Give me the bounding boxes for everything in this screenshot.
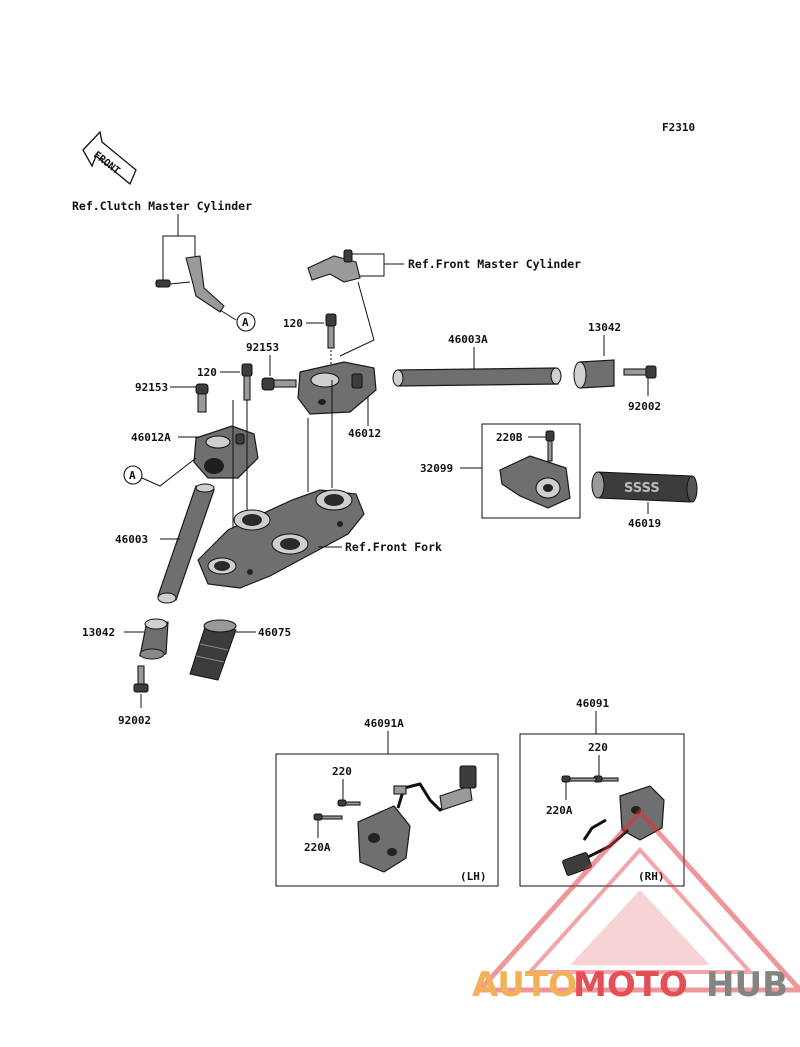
front-master-bracket [307,249,361,283]
lh-part-220: 220 [332,765,352,778]
lh-switch-box [275,753,499,887]
part-120-left: 120 [197,366,217,379]
part-13042-right: 13042 [588,321,621,334]
svg-text:SSSS: SSSS [624,481,660,496]
throttle-assembly-box [481,423,581,519]
part-120-upper: 120 [283,317,303,330]
part-46003: 46003 [115,533,148,546]
ref-front-master-cylinder: Ref.Front Master Cylinder [408,257,581,271]
clamp-46012A [193,425,259,479]
part-46012: 46012 [348,427,381,440]
screw-92002-right [623,365,657,379]
marker-a-lower-label: A [129,469,136,482]
lh-tag: (LH) [460,870,487,883]
bolt-120-left [241,363,253,401]
part-13042-left: 13042 [82,626,115,639]
bolt-92153-left [195,383,209,413]
bolt-120-upper [325,313,337,349]
clutch-bracket [155,255,225,313]
handlebar-46003A [392,367,562,387]
bar-end-weight-right [573,359,615,389]
part-46019: 46019 [628,517,661,530]
part-32099: 32099 [420,462,453,475]
watermark-logo: AUTO MOTO HUB [472,808,800,1005]
screw-92002-left [133,665,149,693]
part-92153-left: 92153 [135,381,168,394]
handlebar-46003 [157,483,215,604]
part-220B: 220B [496,431,523,444]
rh-screw-220A [561,775,597,783]
part-46012A: 46012A [131,431,171,444]
triple-clamp [197,489,365,589]
marker-a-lower [123,465,143,485]
rh-part-220A: 220A [546,804,573,817]
lh-screw-220A [313,813,343,821]
figure-code: F2310 [662,121,695,134]
rh-tag: (RH) [638,870,665,883]
lh-switch-housing [357,765,477,873]
part-92002-left: 92002 [118,714,151,727]
clamp-46012 [297,361,377,415]
watermark-part2: MOTO [573,965,688,1005]
part-46091A: 46091A [364,717,404,730]
rh-switch-box [519,733,685,887]
ref-front-fork: Ref.Front Fork [345,540,442,554]
ref-clutch-master-cylinder: Ref.Clutch Master Cylinder [72,199,252,213]
part-46091: 46091 [576,697,609,710]
lh-screw-220 [337,799,361,807]
bar-end-weight-left [139,618,169,660]
rh-part-220: 220 [588,741,608,754]
rh-screw-220 [593,775,619,783]
marker-a-upper-label: A [242,316,249,329]
watermark-part3: HUB [706,965,788,1005]
part-46075: 46075 [258,626,291,639]
part-92153-upper: 92153 [246,341,279,354]
grip-46075 [189,619,237,681]
bolt-92153-upper [261,377,297,391]
watermark-part1: AUTO [472,965,577,1005]
lh-part-220A: 220A [304,841,331,854]
marker-a-upper [236,312,256,332]
throttle-housing-32099 [499,455,571,509]
screw-220B [545,430,555,462]
part-92002-right: 92002 [628,400,661,413]
part-46003A: 46003A [448,333,488,346]
front-arrow-icon: FRONT [82,130,137,186]
grip-46019: SSSS [591,471,698,503]
